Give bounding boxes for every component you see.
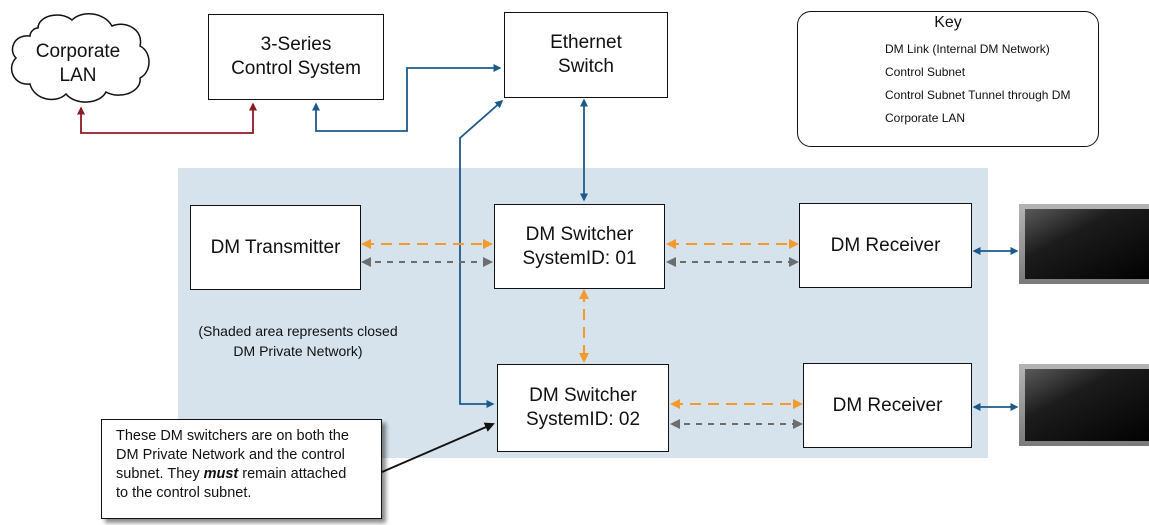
note-line-1: These DM switchers are on both the (116, 428, 349, 444)
key-title: Key (934, 14, 962, 31)
ethernet-switch-label-line-1: Ethernet (550, 32, 622, 53)
shaded-area-label-line-2: DM Private Network) (233, 343, 363, 359)
note-callout: These DM switchers are on both the DM Pr… (101, 419, 382, 519)
dm-switcher-01-label-line-2: SystemID: 01 (522, 247, 637, 269)
dm-receiver-2-node: DM Receiver (803, 363, 972, 448)
shaded-area-label-line-1: (Shaded area represents closed (198, 323, 398, 339)
callout-arrow-icon (381, 422, 495, 473)
key-label-control-subnet: Control Subnet (885, 65, 966, 79)
cloud-icon (10, 13, 150, 103)
dm-switcher-02-label-line-2: SystemID: 02 (525, 409, 641, 430)
control-system-label-line-2: Control System (231, 58, 361, 79)
control-system-node: 3-Series Control System (208, 14, 384, 100)
shaded-area-label: (Shaded area represents closed DM Privat… (178, 321, 418, 361)
note-line-3: subnet. They must remain attached (116, 465, 371, 484)
key-label-corporate-lan: Corporate LAN (885, 111, 966, 125)
control-subnet-link-control-system (312, 64, 502, 132)
dm-switcher-01-node: DM Switcher SystemID: 01 (494, 204, 665, 289)
dm-transmitter-node: DM Transmitter (190, 205, 361, 290)
ethernet-switch-label-line-2: Switch (558, 56, 614, 77)
corporate-lan-node: Corporate LAN (19, 40, 137, 88)
dm-switcher-02-label-line-1: DM Switcher (529, 385, 637, 406)
note-emphasis: must (203, 466, 239, 482)
dm-transmitter-label: DM Transmitter (210, 236, 341, 258)
note-line-4: to the control subnet. (116, 485, 252, 501)
corporate-lan-link (77, 102, 257, 134)
dm-receiver-2-label: DM Receiver (832, 394, 943, 416)
dm-receiver-1-node: DM Receiver (799, 203, 972, 288)
control-subnet-link-switcher-02 (459, 100, 504, 408)
display-icon (1019, 364, 1149, 446)
note-line-3-post: remain attached (238, 466, 347, 482)
corporate-lan-label-line-2: LAN (59, 65, 97, 86)
display-icon (1019, 204, 1149, 284)
key-label-dm-link: DM Link (Internal DM Network) (885, 42, 1050, 56)
ethernet-switch-node: Ethernet Switch (504, 12, 668, 98)
dm-switcher-02-node: DM Switcher SystemID: 02 (497, 364, 669, 452)
dm-switcher-01-label-line-1: DM Switcher (525, 223, 634, 245)
note-line-2: DM Private Network and the control (116, 447, 345, 463)
control-system-label-line-1: 3-Series (260, 34, 332, 55)
corporate-lan-label-line-1: Corporate (35, 41, 121, 62)
dm-receiver-1-label: DM Receiver (830, 234, 941, 256)
note-line-3-pre: subnet. They (116, 466, 204, 482)
key-legend: Key DM Link (Internal DM Network) Contro… (797, 11, 1099, 147)
key-label-tunnel: Control Subnet Tunnel through DM (885, 88, 1071, 102)
